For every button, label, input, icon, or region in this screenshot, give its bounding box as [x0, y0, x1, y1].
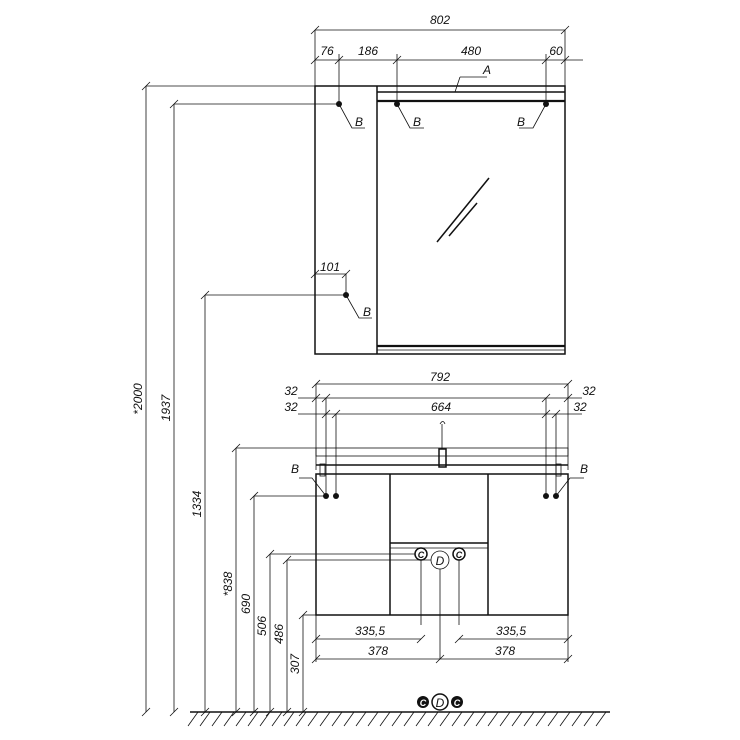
dim-height-486: 486	[272, 624, 286, 644]
floor-hatch-line	[451, 711, 463, 727]
floor-hatch-line	[403, 711, 415, 727]
dim-vanity-mount-span: 664	[431, 400, 451, 414]
floor-hatch-line	[511, 711, 523, 727]
floor-hatch-line	[211, 711, 223, 727]
floor-hatch-line	[307, 711, 319, 727]
marker-b: B	[517, 115, 525, 129]
dim-height-1937: 1937	[159, 393, 173, 421]
floor-hatch-line	[487, 711, 499, 727]
mirror-glare-mark	[436, 177, 490, 243]
height-dimensions: *2000 1937 1334 *838 690 506 486 307	[131, 81, 431, 717]
floor-hatch-line	[295, 711, 307, 727]
floor-hatch-line	[559, 711, 571, 727]
marker-a: A	[482, 63, 491, 77]
floor-hatch-line	[331, 711, 343, 727]
top-dimension-chain: 802 76 186 480 60 A	[310, 13, 583, 104]
dim-height-838: *838	[221, 571, 235, 596]
marker-d: D	[436, 554, 445, 568]
vanity-utility-connections: C C D	[414, 547, 466, 659]
floor-hatch-line	[415, 711, 427, 727]
dim-vanity-offset-right: 32	[573, 400, 587, 414]
vanity-dimension-chain: 792 32 32 32 32 664	[284, 370, 596, 496]
floor-hatch-line	[271, 711, 283, 727]
floor-hatch-line	[343, 711, 355, 727]
dim-vanity-offset-top-left: 32	[284, 384, 298, 398]
floor-hatch-line	[427, 711, 439, 727]
floor-hatch-line	[319, 711, 331, 727]
cabinet-mount-points: B B B B 101	[310, 101, 549, 319]
dim-half-left: 378	[368, 644, 388, 658]
dim-cabinet-width: 802	[430, 13, 450, 27]
floor-hatch-line	[247, 711, 259, 727]
marker-d: D	[436, 696, 445, 710]
dim-mount-offset: 101	[320, 260, 340, 274]
floor-hatch-line	[355, 711, 367, 727]
floor-hatch-line	[283, 711, 295, 727]
dim-height-307: 307	[288, 653, 302, 674]
floor-hatch-line	[475, 711, 487, 727]
floor-hatch-line	[259, 711, 271, 727]
dim-height-506: 506	[255, 616, 269, 636]
floor-hatch-line	[223, 711, 235, 727]
dim-height-690: 690	[239, 594, 253, 614]
floor-hatch-line	[439, 711, 451, 727]
dim-half-right-inner: 335,5	[496, 624, 526, 638]
dim-cabinet-w4: 60	[549, 44, 563, 58]
floor-hatch-line	[595, 711, 607, 727]
dim-height-total: *2000	[131, 383, 145, 415]
dim-height-1334: 1334	[190, 490, 204, 517]
dim-vanity-offset-left: 32	[284, 400, 298, 414]
utility-legend-symbol: C D C	[417, 693, 463, 711]
vanity-unit	[315, 421, 569, 616]
floor-hatch-line	[235, 711, 247, 727]
marker-b: B	[355, 115, 363, 129]
floor-hatch-line	[499, 711, 511, 727]
dim-cabinet-w1: 76	[320, 44, 334, 58]
floor-hatch-line	[391, 711, 403, 727]
dim-vanity-width: 792	[430, 370, 450, 384]
vanity-mount-points: B B	[291, 462, 588, 499]
floor	[187, 711, 610, 727]
mirror-cabinet	[314, 85, 566, 355]
dim-half-right: 378	[495, 644, 515, 658]
floor-hatch-line	[187, 711, 199, 727]
marker-c: C	[456, 550, 463, 560]
marker-b: B	[363, 305, 371, 319]
marker-c: C	[420, 698, 427, 708]
dim-vanity-offset-top-right: 32	[582, 384, 596, 398]
dim-cabinet-w2: 186	[358, 44, 378, 58]
marker-b: B	[580, 462, 588, 476]
marker-b: B	[291, 462, 299, 476]
floor-hatch-line	[547, 711, 559, 727]
marker-b: B	[413, 115, 421, 129]
dim-cabinet-w3: 480	[461, 44, 481, 58]
floor-hatch-line	[535, 711, 547, 727]
floor-hatch-line	[379, 711, 391, 727]
marker-c: C	[454, 698, 461, 708]
floor-hatch-line	[367, 711, 379, 727]
floor-hatch-line	[463, 711, 475, 727]
vanity-half-dimensions: 335,5 335,5 378 378	[311, 615, 573, 664]
floor-hatch-line	[523, 711, 535, 727]
floor-hatch-line	[571, 711, 583, 727]
floor-hatch-line	[583, 711, 595, 727]
floor-hatch-line	[199, 711, 211, 727]
dim-half-left-inner: 335,5	[355, 624, 385, 638]
marker-c: C	[418, 550, 425, 560]
